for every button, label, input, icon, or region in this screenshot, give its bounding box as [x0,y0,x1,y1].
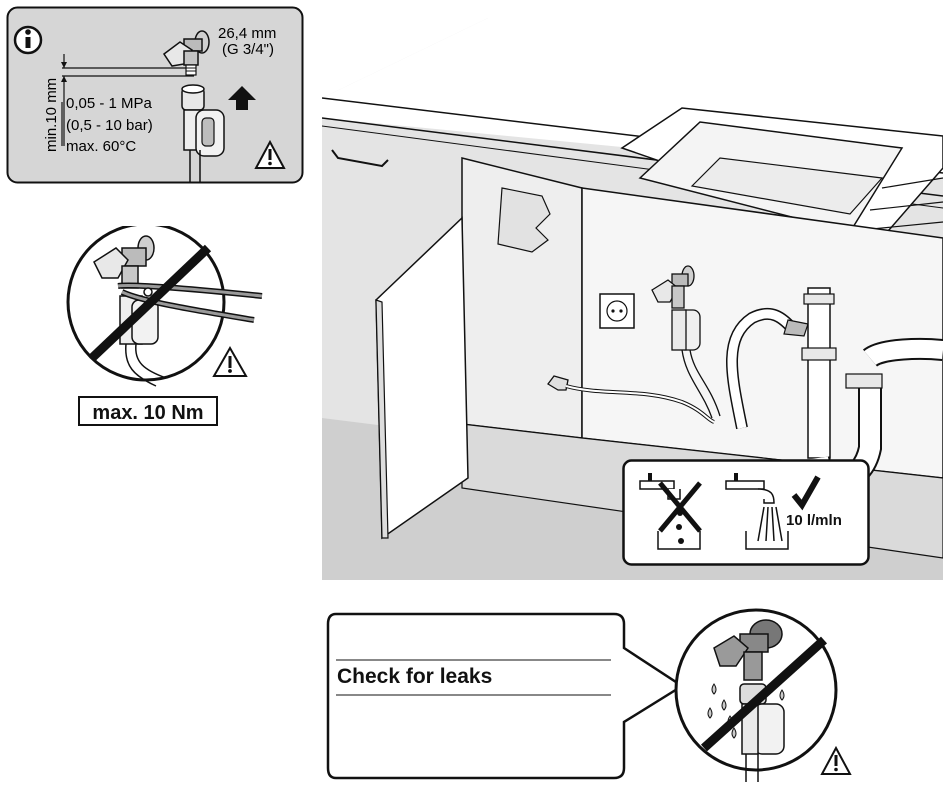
up-arrow-icon [228,86,256,110]
drawer-handle [331,149,389,168]
installation-graphic [321,18,943,580]
sink-graphic [620,107,943,249]
info-panel: 26,4 mm (G 3/4") min.10 mm 0,05 - 1 MPa … [6,6,304,184]
max-temp-text: max. 60°C [66,138,136,155]
tap-valve-graphic [162,30,210,76]
warning-icon [254,139,286,169]
callout-graphic [326,612,685,780]
info-icon [13,25,43,55]
thread-text: (G 3/4") [222,41,274,58]
warning-icon [820,745,852,775]
torque-warning-figure [64,222,284,426]
aquastop-valve-graphic [651,265,721,419]
leak-check-heading: Check for leaks [337,665,493,688]
socket-graphic [599,293,635,329]
installation-scene [321,18,943,580]
prohibited-icon [88,244,212,362]
pressure-bar-text: (0,5 - 10 bar) [66,117,153,134]
flowing-tap-graphic [725,473,789,550]
prohibited-icon [700,636,828,752]
diameter-text: 26,4 mm [218,25,276,42]
water-flow-panel [622,459,870,566]
checkmark-icon [791,475,821,511]
power-cord-graphic [547,375,715,424]
pressure-mpa-text: 0,05 - 1 MPa [66,95,153,112]
info-panel-graphic: 26,4 mm (G 3/4") min.10 mm 0,05 - 1 MPa … [6,6,304,184]
water-flow-graphic [622,459,870,566]
warning-icon [212,345,248,377]
cross-icon [658,481,702,533]
flow-rate-label: 10 l/mln [786,512,842,529]
leak-check-callout [326,612,686,780]
leak-graphic [674,608,852,782]
torque-limit-label: max. 10 Nm [78,396,218,426]
hose-connector-graphic [181,84,225,182]
min-length-text: min.10 mm [43,78,60,152]
torque-graphic [66,222,263,387]
leak-figure [674,604,874,804]
